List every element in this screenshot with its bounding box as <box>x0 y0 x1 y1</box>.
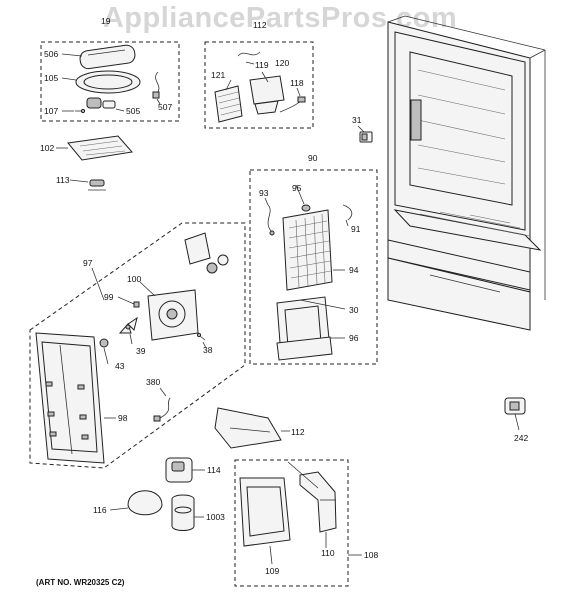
part-102-filter-cover <box>67 135 133 161</box>
callout-100: 100 <box>127 274 141 284</box>
callout-113: 113 <box>56 175 70 185</box>
leader-lines <box>56 53 520 565</box>
callout-94: 94 <box>349 265 359 275</box>
part-91-wire <box>342 204 353 221</box>
callout-43: 43 <box>115 361 125 371</box>
callout-242: 242 <box>514 433 528 443</box>
callout-121: 121 <box>211 70 225 80</box>
part-121-evap-fan-housing <box>214 85 243 123</box>
callout-30: 30 <box>349 305 359 315</box>
callout-19: 19 <box>101 16 111 26</box>
group-box-108 <box>234 459 349 587</box>
callout-39: 39 <box>136 346 146 356</box>
part-94-evaporator-grill <box>282 209 333 291</box>
callout-31: 31 <box>352 115 362 125</box>
part-98-freezer-cover <box>35 332 105 464</box>
part-38-screw <box>196 332 206 341</box>
group-box-top-middle <box>204 41 314 129</box>
callout-102: 102 <box>40 143 54 153</box>
callout-506: 506 <box>44 49 58 59</box>
callout-95: 95 <box>292 183 302 193</box>
part-39-fan-blade <box>118 316 138 334</box>
part-fan-bracket <box>184 232 229 274</box>
part-505-housing <box>86 97 116 109</box>
group-box-top-left <box>40 41 180 122</box>
part-116-cap <box>127 490 163 516</box>
callout-98: 98 <box>118 413 128 423</box>
callout-119: 119 <box>255 60 269 70</box>
part-380-wire <box>153 397 171 422</box>
part-105-gasket <box>75 70 141 94</box>
art-number: (ART NO. WR20325 C2) <box>36 578 125 587</box>
callout-120: 120 <box>275 58 289 68</box>
group-box-97 <box>29 222 246 469</box>
callout-38: 38 <box>203 345 213 355</box>
part-100-fan-shroud <box>147 289 199 341</box>
callout-97: 97 <box>83 258 93 268</box>
callout-99: 99 <box>104 292 114 302</box>
callout-112-top: 112 <box>253 20 267 30</box>
callout-112-tray: 112 <box>291 427 305 437</box>
callout-507: 507 <box>158 102 172 112</box>
callout-118: 118 <box>290 78 304 88</box>
callout-91: 91 <box>351 224 361 234</box>
part-242-connector <box>504 397 526 415</box>
callout-93: 93 <box>259 188 269 198</box>
group-box-90 <box>249 169 378 365</box>
part-93-wire <box>267 204 275 236</box>
part-507-wire <box>152 71 160 99</box>
part-120-bracket <box>249 75 285 115</box>
part-109-bin <box>239 477 291 547</box>
part-43-grommet <box>99 338 109 348</box>
part-107-screw <box>75 108 86 114</box>
part-113-clip <box>88 179 106 191</box>
part-95-sensor <box>301 204 311 212</box>
callout-505: 505 <box>126 106 140 116</box>
callout-108: 108 <box>364 550 378 560</box>
part-506-cover <box>79 44 136 70</box>
callout-1003: 1003 <box>206 512 225 522</box>
callout-96: 96 <box>349 333 359 343</box>
part-118-harness <box>279 96 306 113</box>
part-31-switch <box>359 131 373 143</box>
callout-110: 110 <box>321 548 335 558</box>
refrigerator-cabinet <box>387 15 546 331</box>
callout-90: 90 <box>308 153 318 163</box>
part-119-wire <box>237 51 261 57</box>
control-panel <box>410 99 422 141</box>
part-1003-filter <box>171 494 195 531</box>
callout-109: 109 <box>265 566 279 576</box>
callout-105: 105 <box>44 73 58 83</box>
callout-114: 114 <box>207 465 221 475</box>
callout-labels: 19 112 506 105 107 505 507 119 120 121 1… <box>40 16 528 576</box>
part-112-drip-tray <box>214 407 282 449</box>
callout-116: 116 <box>93 505 107 515</box>
callout-107: 107 <box>44 106 58 116</box>
part-99-screw <box>133 301 140 308</box>
part-110-chute <box>287 461 337 533</box>
callout-380: 380 <box>146 377 160 387</box>
part-96-duct <box>276 296 333 361</box>
part-114-damper <box>165 457 193 483</box>
